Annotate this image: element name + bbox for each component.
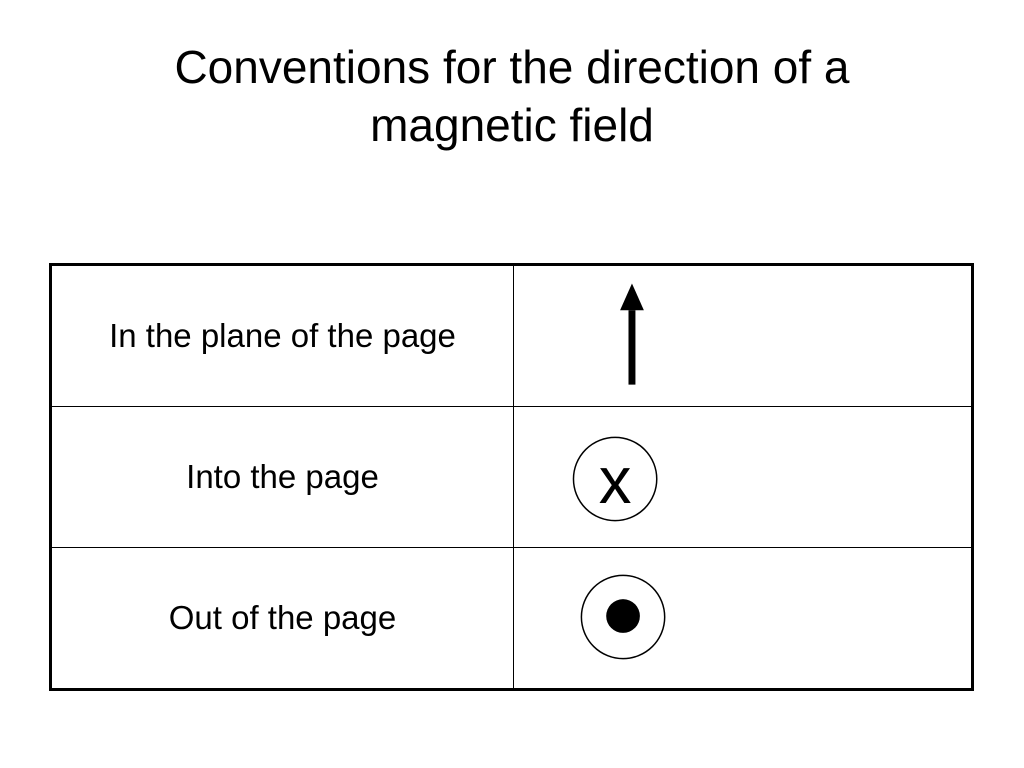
table-row-in-plane: In the plane of the page: [50, 264, 973, 407]
up-arrow-icon: [620, 283, 644, 385]
label-out-of-page: Out of the page: [50, 547, 514, 690]
dot-in-circle-icon: [580, 574, 666, 660]
title-line-1: Conventions for the direction of a: [174, 41, 850, 93]
table-row-out-of-page: Out of the page: [50, 547, 973, 690]
cross-in-circle-icon: x: [572, 436, 658, 522]
symbol-cell-out-of-page: [513, 547, 973, 690]
cross-glyph: x: [599, 444, 632, 517]
conventions-table: In the plane of the page Into the page x…: [49, 263, 974, 691]
slide-title: Conventions for the direction of a magne…: [0, 38, 1024, 154]
title-line-2: magnetic field: [370, 99, 654, 151]
symbol-cell-into-page: x: [513, 406, 973, 548]
dot-mark: [606, 599, 640, 633]
label-into-page: Into the page: [50, 406, 514, 548]
table-row-into-page: Into the page x: [50, 406, 973, 548]
symbol-cell-in-plane: [513, 264, 973, 407]
label-in-plane: In the plane of the page: [50, 264, 514, 407]
